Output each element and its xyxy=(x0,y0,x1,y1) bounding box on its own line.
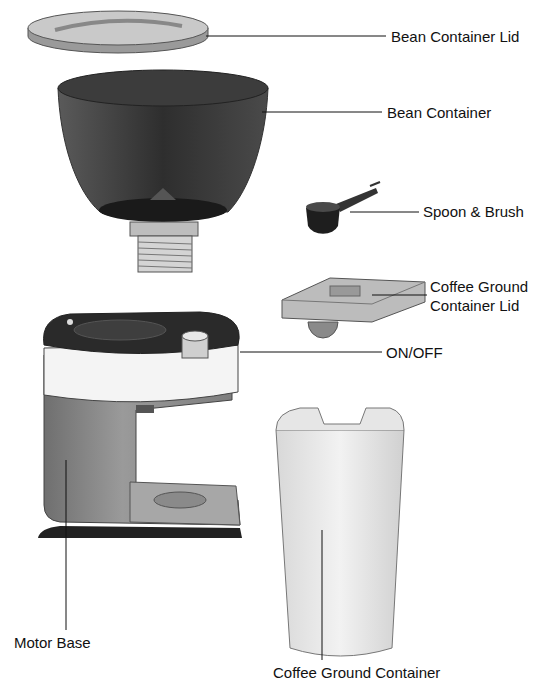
ground-lid-drawing xyxy=(282,278,425,338)
bean-container-drawing xyxy=(58,70,268,272)
part-label: Coffee Ground Container xyxy=(273,663,440,682)
spoon-drawing xyxy=(306,182,380,234)
leader-line xyxy=(66,460,67,630)
leader-line xyxy=(372,295,427,296)
part-label: Spoon & Brush xyxy=(423,202,524,221)
part-label: Motor Base xyxy=(14,633,91,652)
part-label: ON/OFF xyxy=(386,343,443,362)
part-label: Bean Container Lid xyxy=(391,27,519,46)
lid-drawing xyxy=(28,11,208,53)
leader-line xyxy=(240,352,382,353)
ground-container-drawing xyxy=(276,408,404,656)
part-label: Bean Container xyxy=(387,103,491,122)
motor-base-drawing xyxy=(38,312,242,538)
leader-lines xyxy=(66,36,427,660)
leader-line xyxy=(206,36,386,37)
leader-line xyxy=(322,530,323,660)
leader-line xyxy=(262,112,382,113)
part-label: Coffee Ground Container Lid xyxy=(430,277,548,315)
leader-line xyxy=(350,212,419,213)
